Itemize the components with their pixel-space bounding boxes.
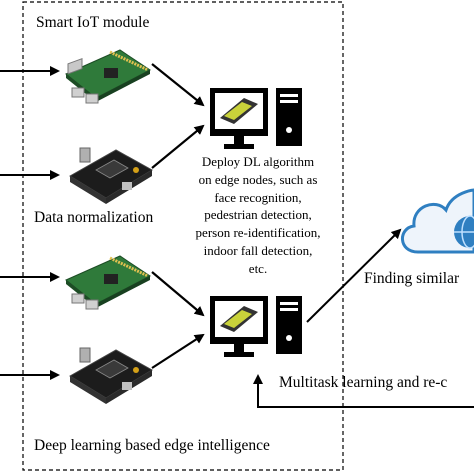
deploy-line: Deploy DL algorithm (201, 154, 315, 169)
deploy-line: on edge nodes, such as (198, 171, 318, 187)
edge-to-cloud-arrow (306, 228, 402, 323)
deploy-line: pedestrian detection, (204, 207, 312, 223)
sensor-input-lines (0, 66, 60, 380)
deploy-line: face recognition, (214, 189, 302, 205)
desktop-computer-gpu-icon (210, 296, 302, 357)
raspberry-pi-board-icon (65, 255, 151, 310)
edge-deploy-description: Deploy DL algorithm on edge nodes, such … (172, 153, 344, 278)
board-to-edge-arrows (151, 63, 205, 369)
cloud-globe-icon (401, 188, 474, 254)
smart-iot-module-title: Smart IoT module (36, 14, 150, 31)
smart-iot-module-boundary (22, 1, 344, 471)
deploy-line: etc. (248, 260, 268, 276)
multitask-learning-label: Multitask learning and re-c (279, 374, 448, 391)
data-normalization-label: Data normalization (34, 209, 154, 226)
embedded-dev-board-icon (69, 147, 153, 204)
desktop-computer-gpu-icon (210, 88, 302, 149)
finding-similar-label: Finding similar (364, 270, 460, 287)
deploy-line: person re-identification, (195, 225, 321, 241)
embedded-dev-board-icon (69, 347, 153, 404)
raspberry-pi-board-icon (65, 49, 151, 104)
edge-intelligence-label: Deep learning based edge intelligence (34, 437, 270, 454)
feedback-arrow (253, 374, 474, 408)
deploy-line: indoor fall detection, (203, 242, 313, 258)
